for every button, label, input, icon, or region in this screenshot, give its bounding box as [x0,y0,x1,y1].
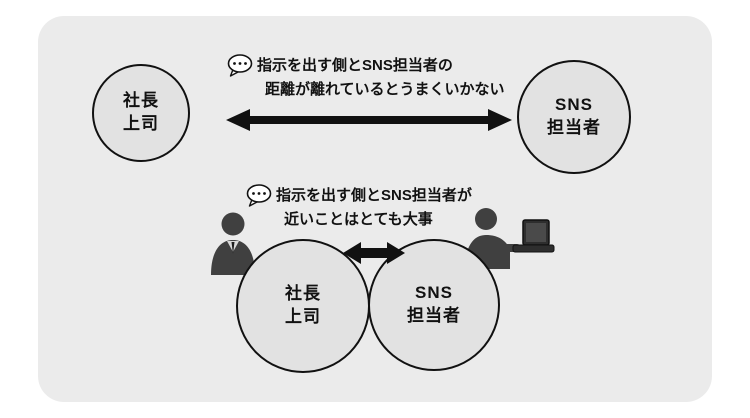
bottom-left-circle-boss: 社長 上司 [236,239,370,373]
top-left-circle-label-line1: 社長 [123,91,159,111]
top-note-line2: 距離が離れているとうまくいかない [265,81,505,98]
bottom-left-circle-label-line1: 社長 [285,284,321,304]
speech-bubble-icon [227,54,253,77]
bottom-right-circle-label-line1: SNS [415,283,453,303]
top-note-line1: 指示を出す側とSNS担当者の [257,57,453,74]
bottom-right-circle-label-line2: 担当者 [407,306,461,325]
bottom-note-line2: 近いことはとても大事 [284,211,433,228]
top-right-circle-label-line2: 担当者 [547,118,601,137]
boss-person-icon [211,212,255,275]
bottom-note-line1: 指示を出す側とSNS担当者が [276,187,472,204]
top-right-circle-label-line1: SNS [555,95,593,115]
top-right-circle-sns: SNS 担当者 [517,60,631,174]
short-double-arrow [343,242,405,264]
long-double-arrow [226,109,512,131]
bottom-left-circle-label-line2: 上司 [285,307,321,326]
top-left-circle-boss: 社長 上司 [92,64,190,162]
speech-bubble-icon [246,184,272,207]
top-left-circle-label-line2: 上司 [123,114,159,133]
